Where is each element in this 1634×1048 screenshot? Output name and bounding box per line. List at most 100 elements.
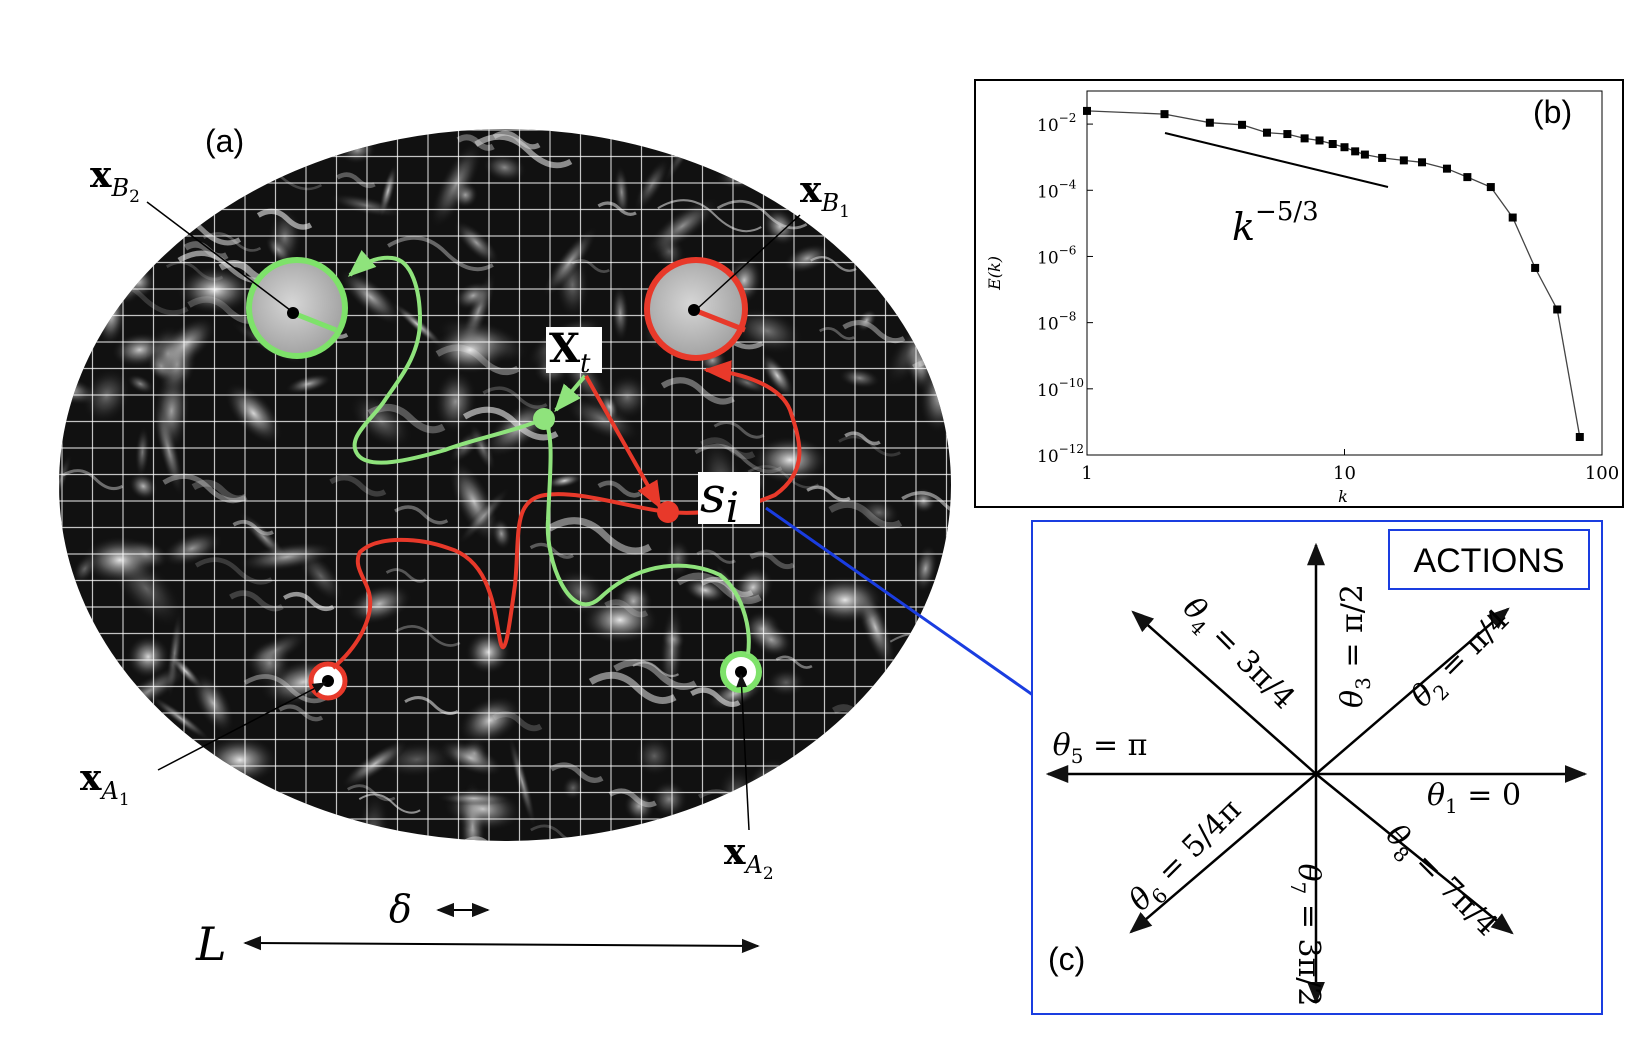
panel-a: Xt si (a) xB2 xB1 xA1 xA2 δ L xyxy=(59,123,951,971)
data-point xyxy=(1262,128,1271,137)
flow-swirl xyxy=(899,664,951,746)
flow-swirl xyxy=(457,694,523,747)
flow-swirl xyxy=(683,576,728,604)
flow-swirl xyxy=(507,732,537,831)
data-point xyxy=(1328,140,1337,149)
panel-c: ACTIONS (c) θ1 = 0θ2 = π/4θ3 = π/2θ4 = 3… xyxy=(1031,520,1603,1015)
flow-swirl xyxy=(561,775,585,801)
y-tick-label: 10−12 xyxy=(1037,442,1084,467)
flow-swirl xyxy=(782,243,832,274)
flow-streak xyxy=(713,420,765,439)
flow-streak xyxy=(387,235,494,272)
data-point xyxy=(1418,158,1427,167)
flow-swirl xyxy=(223,381,284,446)
flow-swirl xyxy=(742,609,783,649)
flow-streak xyxy=(806,485,851,502)
data-point xyxy=(1463,173,1472,182)
flow-swirl xyxy=(643,196,721,257)
flow-swirl xyxy=(59,808,92,841)
flow-streak xyxy=(842,320,906,344)
actions-title-box xyxy=(1388,529,1590,590)
flow-streak xyxy=(61,469,124,491)
l-scale-bar xyxy=(243,935,760,954)
data-point xyxy=(1160,110,1169,119)
flow-swirl xyxy=(284,373,333,395)
xb1-label: xB1 xyxy=(800,169,850,222)
flow-swirl xyxy=(345,582,414,626)
flow-swirl xyxy=(713,166,770,190)
start-a1-center xyxy=(322,675,334,687)
y-tick-label: 10−2 xyxy=(1037,111,1076,136)
spectrum-points xyxy=(1083,106,1584,441)
flow-streak xyxy=(697,789,769,815)
panel-b-label: (b) xyxy=(1533,94,1572,130)
y-tick-label: 10−8 xyxy=(1037,310,1076,335)
flow-swirl xyxy=(633,157,671,213)
flow-streak xyxy=(608,788,657,808)
flow-bright-spot xyxy=(80,535,160,585)
flow-streak xyxy=(756,818,837,841)
flow-streak xyxy=(336,172,376,189)
flow-streak xyxy=(828,501,903,529)
state-to-actions-arrow xyxy=(765,506,1062,716)
flow-swirl xyxy=(131,759,206,796)
flow-swirl xyxy=(59,237,101,286)
flow-streak xyxy=(283,592,335,612)
x-axis-label: k xyxy=(1338,487,1348,506)
si-label: si xyxy=(700,466,739,532)
red-trajectory xyxy=(331,360,802,670)
flow-swirl xyxy=(912,543,939,594)
action-label-5: θ5 = π xyxy=(1053,728,1148,768)
flow-streak xyxy=(844,431,881,446)
flow-swirl xyxy=(545,473,584,489)
data-point xyxy=(1486,183,1495,192)
flow-streak xyxy=(571,259,610,273)
flow-swirl xyxy=(452,280,494,311)
xb2-label: xB2 xyxy=(90,154,140,207)
y-tick-label: 10−4 xyxy=(1037,177,1077,202)
flow-swirl xyxy=(378,163,398,219)
flow-streak xyxy=(329,475,387,497)
flow-streak xyxy=(597,201,637,216)
flow-swirl xyxy=(235,541,339,573)
flow-streak xyxy=(358,793,421,814)
action-arrow-6 xyxy=(1129,773,1317,934)
target-b2-radius xyxy=(292,310,337,333)
flow-swirl xyxy=(339,738,411,790)
flow-streak xyxy=(901,491,951,518)
flow-swirl xyxy=(633,735,676,778)
flow-swirl xyxy=(447,458,501,546)
panel-a-label: (a) xyxy=(205,123,244,159)
action-arrows xyxy=(1045,542,1588,1005)
flow-streak xyxy=(906,233,951,252)
y-axis-ticks: 10−2 10−4 10−6 10−8 10−10 10−12 xyxy=(1037,111,1093,467)
action-label-1: θ1 = 0 xyxy=(1427,778,1521,818)
flow-swirl xyxy=(832,787,885,837)
target-b1-center xyxy=(688,304,700,316)
flow-swirl xyxy=(428,138,484,231)
flow-streak xyxy=(529,542,574,559)
data-point xyxy=(1205,118,1214,127)
data-point xyxy=(1399,156,1408,165)
flow-swirl xyxy=(125,633,172,680)
data-point xyxy=(1083,106,1091,115)
y-tick-label: 10−6 xyxy=(1037,243,1076,268)
data-point xyxy=(1315,136,1324,145)
flow-streak xyxy=(772,131,865,165)
flow-swirl xyxy=(155,315,218,373)
y-tick-label: 10−10 xyxy=(1037,376,1084,401)
action-label-3: θ3 = π/2 xyxy=(1335,584,1375,708)
flow-streak xyxy=(810,256,857,272)
flow-swirl xyxy=(870,801,906,838)
red-agent-dot xyxy=(657,501,679,523)
flow-swirl xyxy=(435,790,513,806)
x-tick-label: 10 xyxy=(1333,463,1356,484)
flow-swirl xyxy=(623,789,656,824)
flow-swirl xyxy=(128,471,159,501)
flow-streak xyxy=(474,134,573,169)
data-point xyxy=(1531,263,1540,272)
flow-swirl xyxy=(857,497,901,528)
panel-c-label: (c) xyxy=(1048,941,1085,977)
action-arrow-4 xyxy=(1131,610,1317,775)
